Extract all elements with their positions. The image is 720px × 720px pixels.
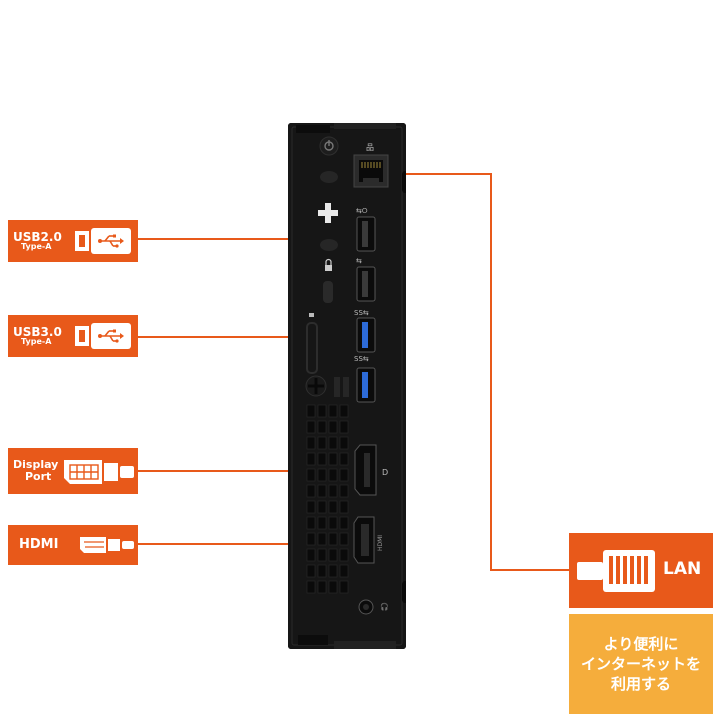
usb2-leader-line	[138, 238, 356, 240]
usb3-label-sub: Type-A	[21, 337, 52, 347]
displayport-leader-line	[138, 470, 360, 472]
usb2-label-main: USB2.0	[13, 229, 62, 244]
padlock-loop-icon	[306, 313, 318, 374]
svg-text:SS⇆: SS⇆	[354, 355, 369, 363]
lan-description-line2: インターネットを	[580, 654, 701, 673]
usb2-label-sub: Type-A	[21, 242, 52, 252]
svg-text:品: 品	[366, 143, 374, 152]
dc-power-plus-icon	[318, 203, 338, 223]
thumb-screw-icon	[305, 375, 327, 397]
svg-text:⇆: ⇆	[356, 257, 362, 265]
usb3-label-main: USB3.0	[13, 324, 62, 339]
lock-icon	[325, 258, 332, 271]
audio-jack: 🎧	[358, 599, 389, 615]
usb3-leader-line	[138, 336, 356, 338]
usb2-port-2: ⇆	[356, 257, 376, 302]
hdmi-connector-icon	[80, 537, 134, 553]
lan-leader-line-top	[400, 173, 491, 175]
svg-text:HDMI: HDMI	[377, 535, 384, 551]
hdmi-label-main: HDMI	[19, 537, 59, 553]
usb2-label: USB2.0 Type-A	[8, 220, 138, 262]
usb3-port-2: SS⇆	[354, 355, 376, 403]
displayport-port: D	[354, 444, 388, 496]
svg-text:🎧: 🎧	[380, 602, 389, 611]
lan-label-text: LAN	[663, 559, 702, 579]
lan-label: LAN	[569, 533, 713, 608]
power-button-icon	[319, 136, 339, 156]
lan-description-line1: より便利に	[603, 634, 679, 653]
mini-pc-rear-panel: 品 ⇆⭘ ⇆ SS⇆ S	[288, 123, 406, 649]
ventilation-grille	[306, 404, 349, 594]
usb-connector-icon	[75, 228, 131, 254]
displayport-label: Display Port	[8, 448, 138, 494]
svg-text:D: D	[382, 468, 388, 477]
hdmi-leader-line	[138, 543, 360, 545]
svg-text:⇆⭘: ⇆⭘	[356, 207, 368, 215]
ethernet-connector-icon	[577, 550, 655, 592]
lan-port: 品	[353, 143, 389, 188]
rear-panel-illustration: 品 ⇆⭘ ⇆ SS⇆ S	[288, 123, 406, 649]
hdmi-label: HDMI	[8, 525, 138, 565]
lan-description-box: より便利に インターネットを 利用する	[569, 614, 713, 714]
usb3-label: USB3.0 Type-A	[8, 315, 138, 357]
displayport-label-line2: Port	[25, 470, 52, 483]
lan-leader-line-bottom	[490, 569, 570, 571]
usb-connector-icon	[75, 323, 131, 349]
svg-text:SS⇆: SS⇆	[354, 309, 369, 317]
displayport-label-line1: Display	[13, 458, 59, 472]
usb2-port-1: ⇆⭘	[356, 207, 376, 252]
displayport-connector-icon	[64, 460, 134, 484]
usb3-port-1: SS⇆	[354, 309, 376, 353]
lan-leader-line-vertical	[490, 173, 492, 571]
hdmi-port: HDMI	[353, 516, 384, 564]
lan-description-line3: 利用する	[610, 675, 671, 694]
